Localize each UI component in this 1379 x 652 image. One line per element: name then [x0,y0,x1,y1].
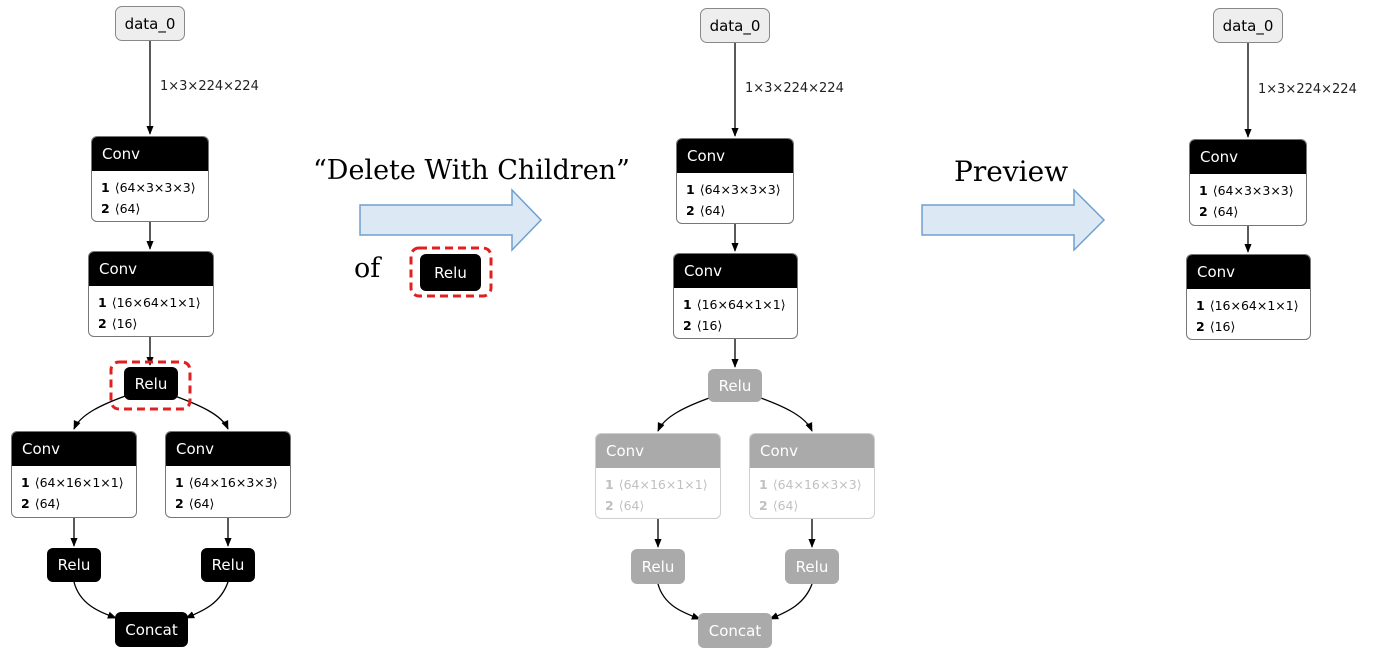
tensor-shape-label: 1×3×224×224 [745,81,844,96]
row-index: 1 [683,297,692,312]
of-label: of [354,253,381,284]
bias-shape: ⟨16⟩ [696,318,723,333]
edge [73,394,129,430]
tensor-shape-label: 1×3×224×224 [160,79,259,94]
weight-shape: ⟨16×64×1×1⟩ [111,295,201,310]
bias-shape: ⟨64⟩ [114,201,141,216]
row-index: 2 [1196,319,1205,334]
row-index: 2 [21,496,30,511]
relu-node[interactable]: Relu [47,548,101,582]
conv-node-title: Conv [89,252,213,286]
relu-node-legend: Relu [420,254,481,291]
input-node-data_0[interactable]: data_0 [1213,8,1283,43]
relu-node-marked-delete[interactable]: Relu [631,549,685,584]
row-index: 1 [175,475,184,490]
marked-edges [654,43,816,620]
weight-shape: ⟨64×16×1×1⟩ [618,477,708,492]
conv-node-marked-delete[interactable]: Conv 1 ⟨64×16×1×1⟩ 2 ⟨64⟩ [595,433,721,519]
concat-node-marked-delete[interactable]: Concat [698,613,772,648]
row-index: 2 [1199,204,1208,219]
conv-node[interactable]: Conv 1 ⟨16×64×1×1⟩ 2 ⟨16⟩ [1186,254,1311,340]
relu-node-marked-delete[interactable]: Relu [785,549,839,584]
tensor-shape-label: 1×3×224×224 [1258,82,1357,97]
conv-node-title: Conv [750,434,874,468]
row-index: 2 [683,318,692,333]
weight-shape: ⟨64×16×1×1⟩ [34,475,124,490]
action-label: “Delete With Children” [313,155,630,186]
conv-node-title: Conv [596,434,720,468]
edge [185,581,229,619]
relu-node-marked-delete[interactable]: Relu [708,369,762,402]
row-index: 2 [686,203,695,218]
row-index: 2 [101,201,110,216]
bias-shape: ⟨64⟩ [772,498,799,513]
row-index: 1 [686,182,695,197]
bias-shape: ⟨16⟩ [111,316,138,331]
row-index: 1 [1199,183,1208,198]
conv-node[interactable]: Conv 1 ⟨16×64×1×1⟩ 2 ⟨16⟩ [673,253,798,339]
input-node-data_0[interactable]: data_0 [115,6,185,41]
weight-shape: ⟨64×16×3×3⟩ [188,475,278,490]
row-index: 2 [175,496,184,511]
row-index: 1 [98,295,107,310]
conv-node[interactable]: Conv 1 ⟨16×64×1×1⟩ 2 ⟨16⟩ [88,251,214,337]
conv-node[interactable]: Conv 1 ⟨64×3×3×3⟩ 2 ⟨64⟩ [91,136,209,222]
relu-node[interactable]: Relu [201,548,255,582]
conv-node[interactable]: Conv 1 ⟨64×16×3×3⟩ 2 ⟨64⟩ [165,431,291,518]
row-index: 2 [759,498,768,513]
conv-node-title: Conv [166,432,290,466]
edge [171,394,229,430]
relu-node-selected[interactable]: Relu [124,367,178,400]
conv-node-title: Conv [1190,140,1306,174]
weight-shape: ⟨64×3×3×3⟩ [1212,183,1294,198]
edge [657,396,713,432]
weight-shape: ⟨16×64×1×1⟩ [1209,298,1299,313]
row-index: 1 [605,477,614,492]
row-index: 1 [759,477,768,492]
bias-shape: ⟨64⟩ [188,496,215,511]
row-index: 1 [101,180,110,195]
concat-node[interactable]: Concat [115,612,188,647]
preview-label: Preview [954,155,1069,188]
weight-shape: ⟨64×16×3×3⟩ [772,477,862,492]
selection-box-legend [409,246,493,298]
row-index: 2 [605,498,614,513]
conv-node-marked-delete[interactable]: Conv 1 ⟨64×16×3×3⟩ 2 ⟨64⟩ [749,433,875,519]
edge [657,583,701,620]
conv-node-title: Conv [677,139,793,173]
preview-arrow [921,188,1106,252]
row-index: 1 [21,475,30,490]
edge [73,581,117,619]
row-index: 1 [1196,298,1205,313]
edge [757,396,813,432]
weight-shape: ⟨16×64×1×1⟩ [696,297,786,312]
original-edges [70,41,232,619]
bias-shape: ⟨16⟩ [1209,319,1236,334]
conv-node[interactable]: Conv 1 ⟨64×3×3×3⟩ 2 ⟨64⟩ [676,138,794,224]
edge [769,583,813,620]
conv-node-title: Conv [12,432,136,466]
action-arrow [359,188,543,252]
conv-node-title: Conv [674,254,797,288]
bias-shape: ⟨64⟩ [1212,204,1239,219]
conv-node[interactable]: Conv 1 ⟨64×3×3×3⟩ 2 ⟨64⟩ [1189,139,1307,226]
bias-shape: ⟨64⟩ [34,496,61,511]
row-index: 2 [98,316,107,331]
weight-shape: ⟨64×3×3×3⟩ [114,180,196,195]
bias-shape: ⟨64⟩ [618,498,645,513]
weight-shape: ⟨64×3×3×3⟩ [699,182,781,197]
bias-shape: ⟨64⟩ [699,203,726,218]
conv-node-title: Conv [92,137,208,171]
input-node-data_0[interactable]: data_0 [700,8,770,43]
conv-node-title: Conv [1187,255,1310,289]
selection-box [109,360,192,411]
conv-node[interactable]: Conv 1 ⟨64×16×1×1⟩ 2 ⟨64⟩ [11,431,137,518]
